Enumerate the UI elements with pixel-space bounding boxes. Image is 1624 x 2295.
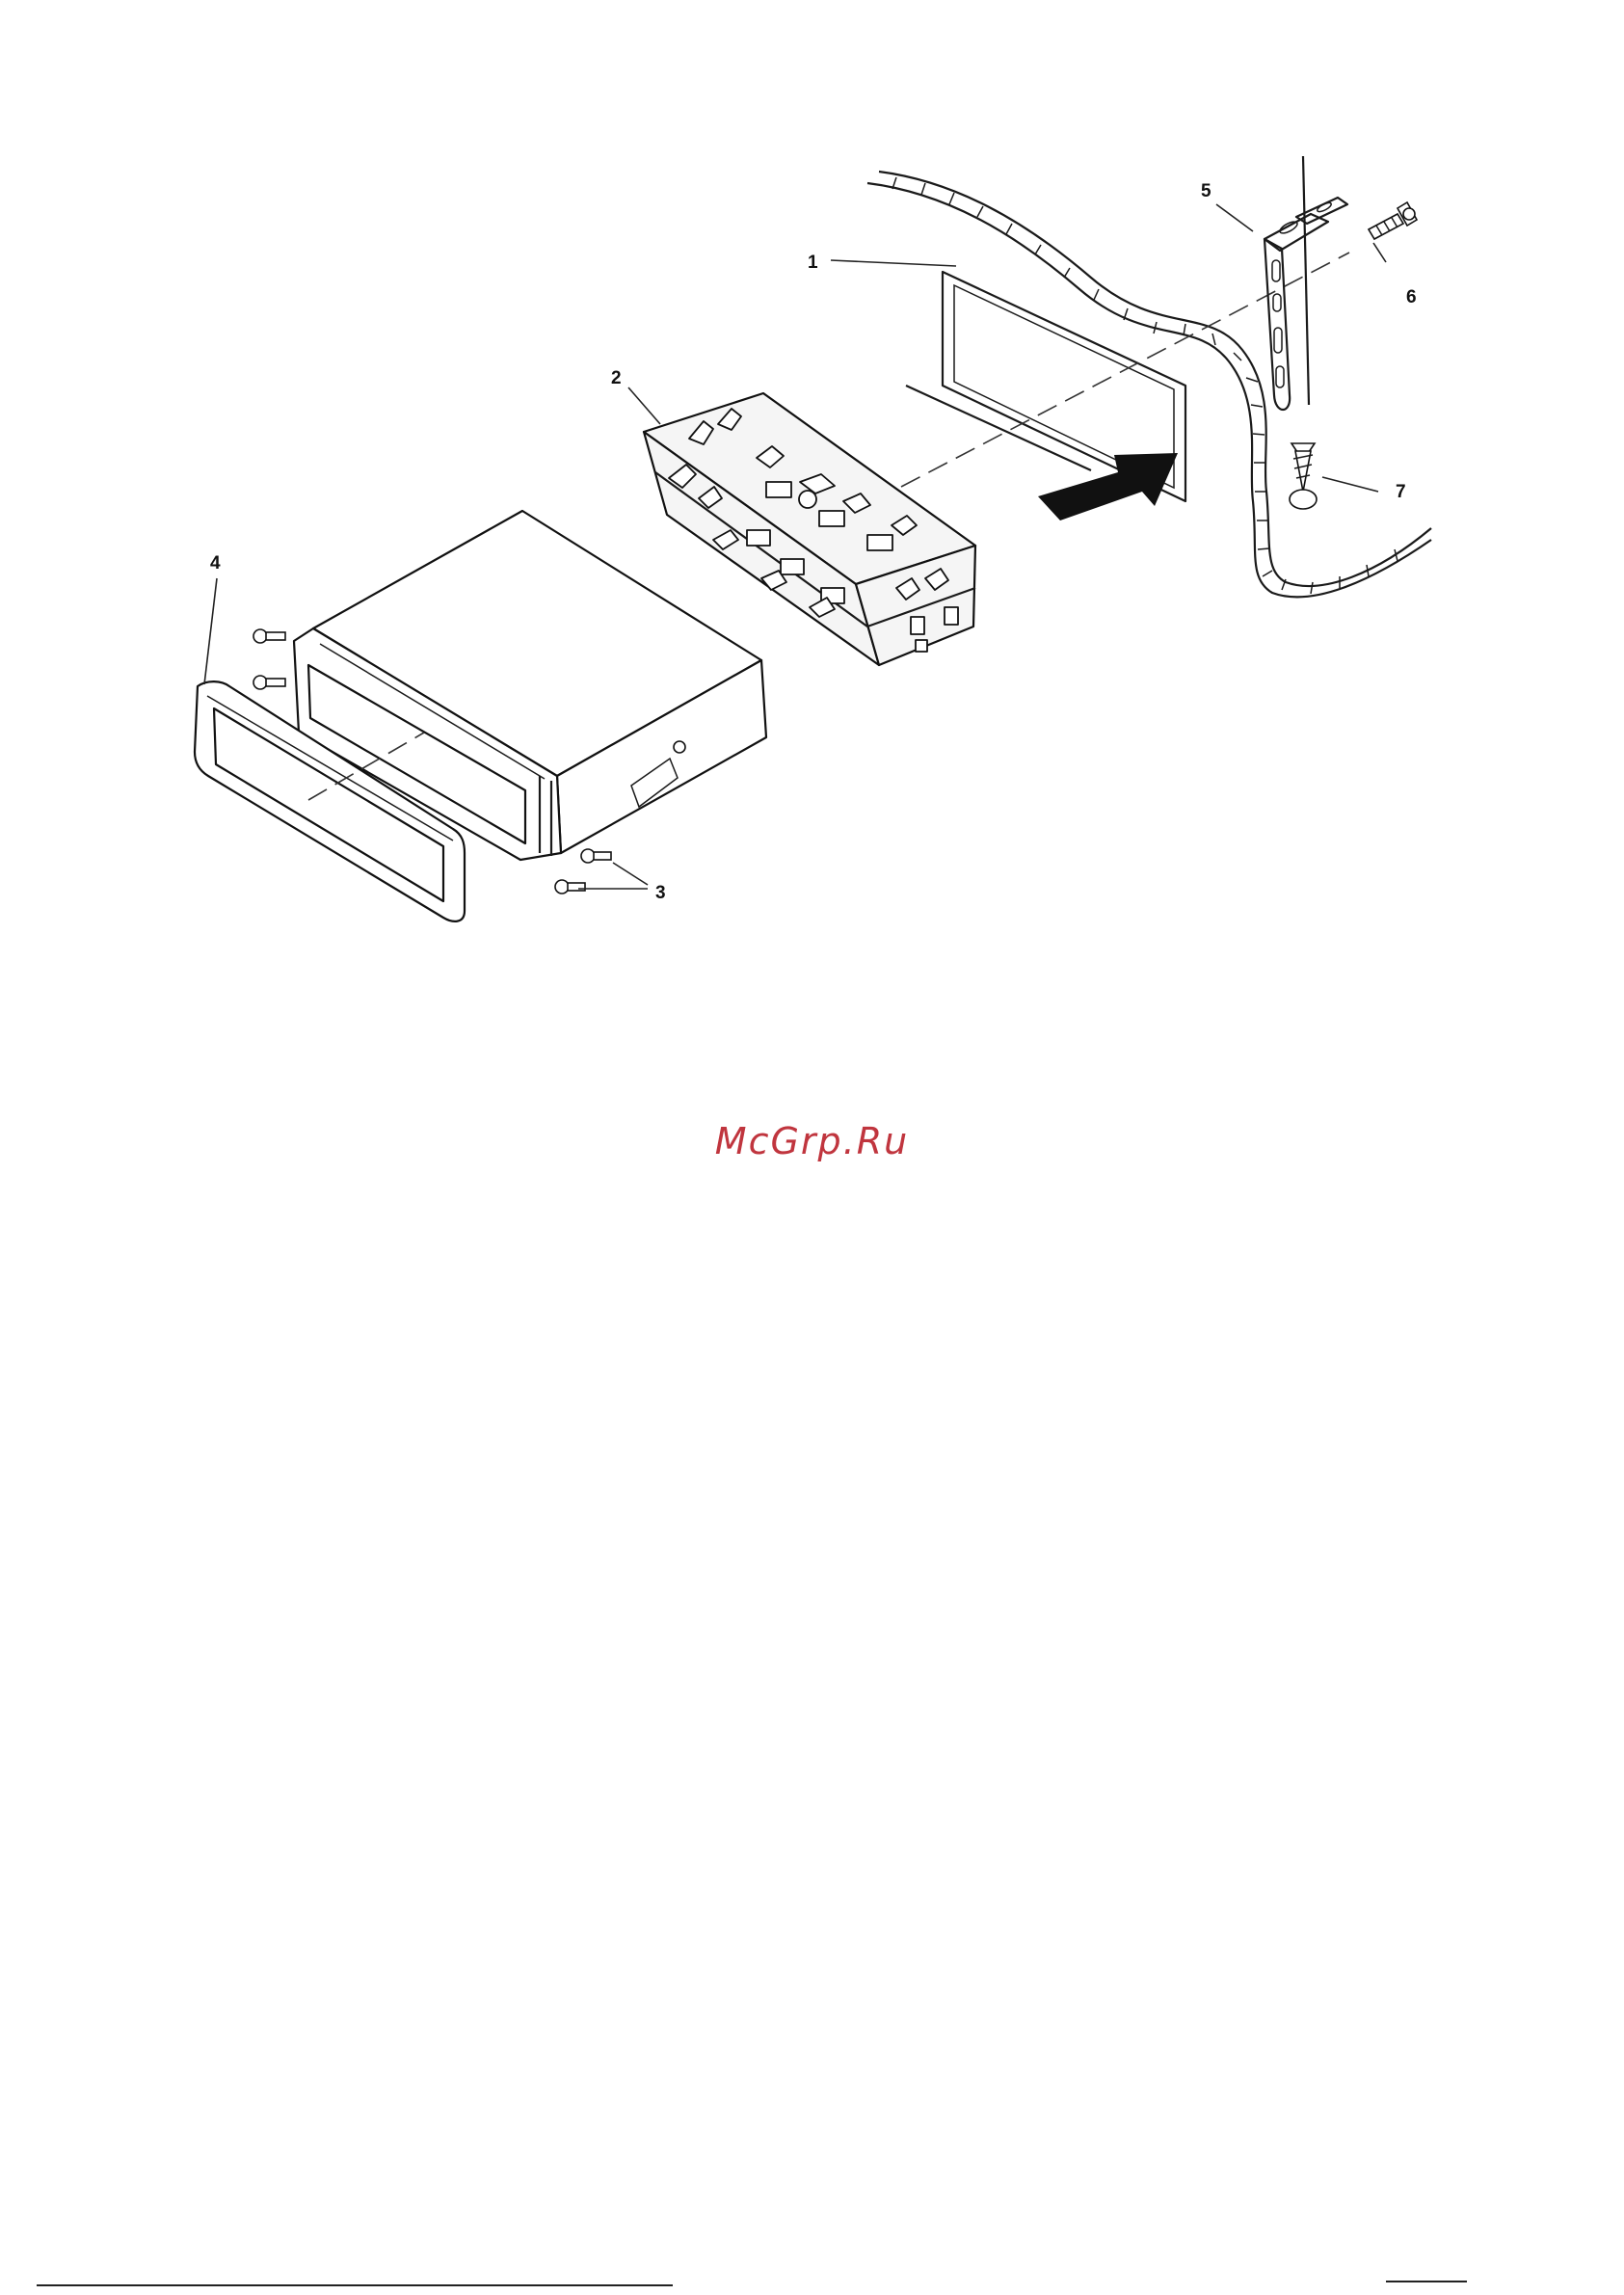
support-strap (1265, 156, 1347, 410)
callout-4-label: 4 (210, 553, 221, 574)
callout-3-label: 3 (655, 883, 666, 903)
callout-1-label: 1 (808, 253, 818, 273)
callout-7-label: 7 (1396, 482, 1406, 502)
footer-rule (37, 2284, 673, 2286)
watermark-text: McGrp.Ru (0, 1120, 1624, 1162)
alignment-line (901, 253, 1349, 487)
tapping-screw (1290, 443, 1317, 509)
callout-2-label: 2 (611, 368, 622, 388)
footer-mark (1386, 2281, 1467, 2288)
bolt (1369, 202, 1417, 239)
callout-6-label: 6 (1406, 287, 1417, 307)
callout-5-label: 5 (1201, 181, 1211, 201)
installation-diagram: 1 2 3 4 5 6 7 (0, 0, 1624, 964)
